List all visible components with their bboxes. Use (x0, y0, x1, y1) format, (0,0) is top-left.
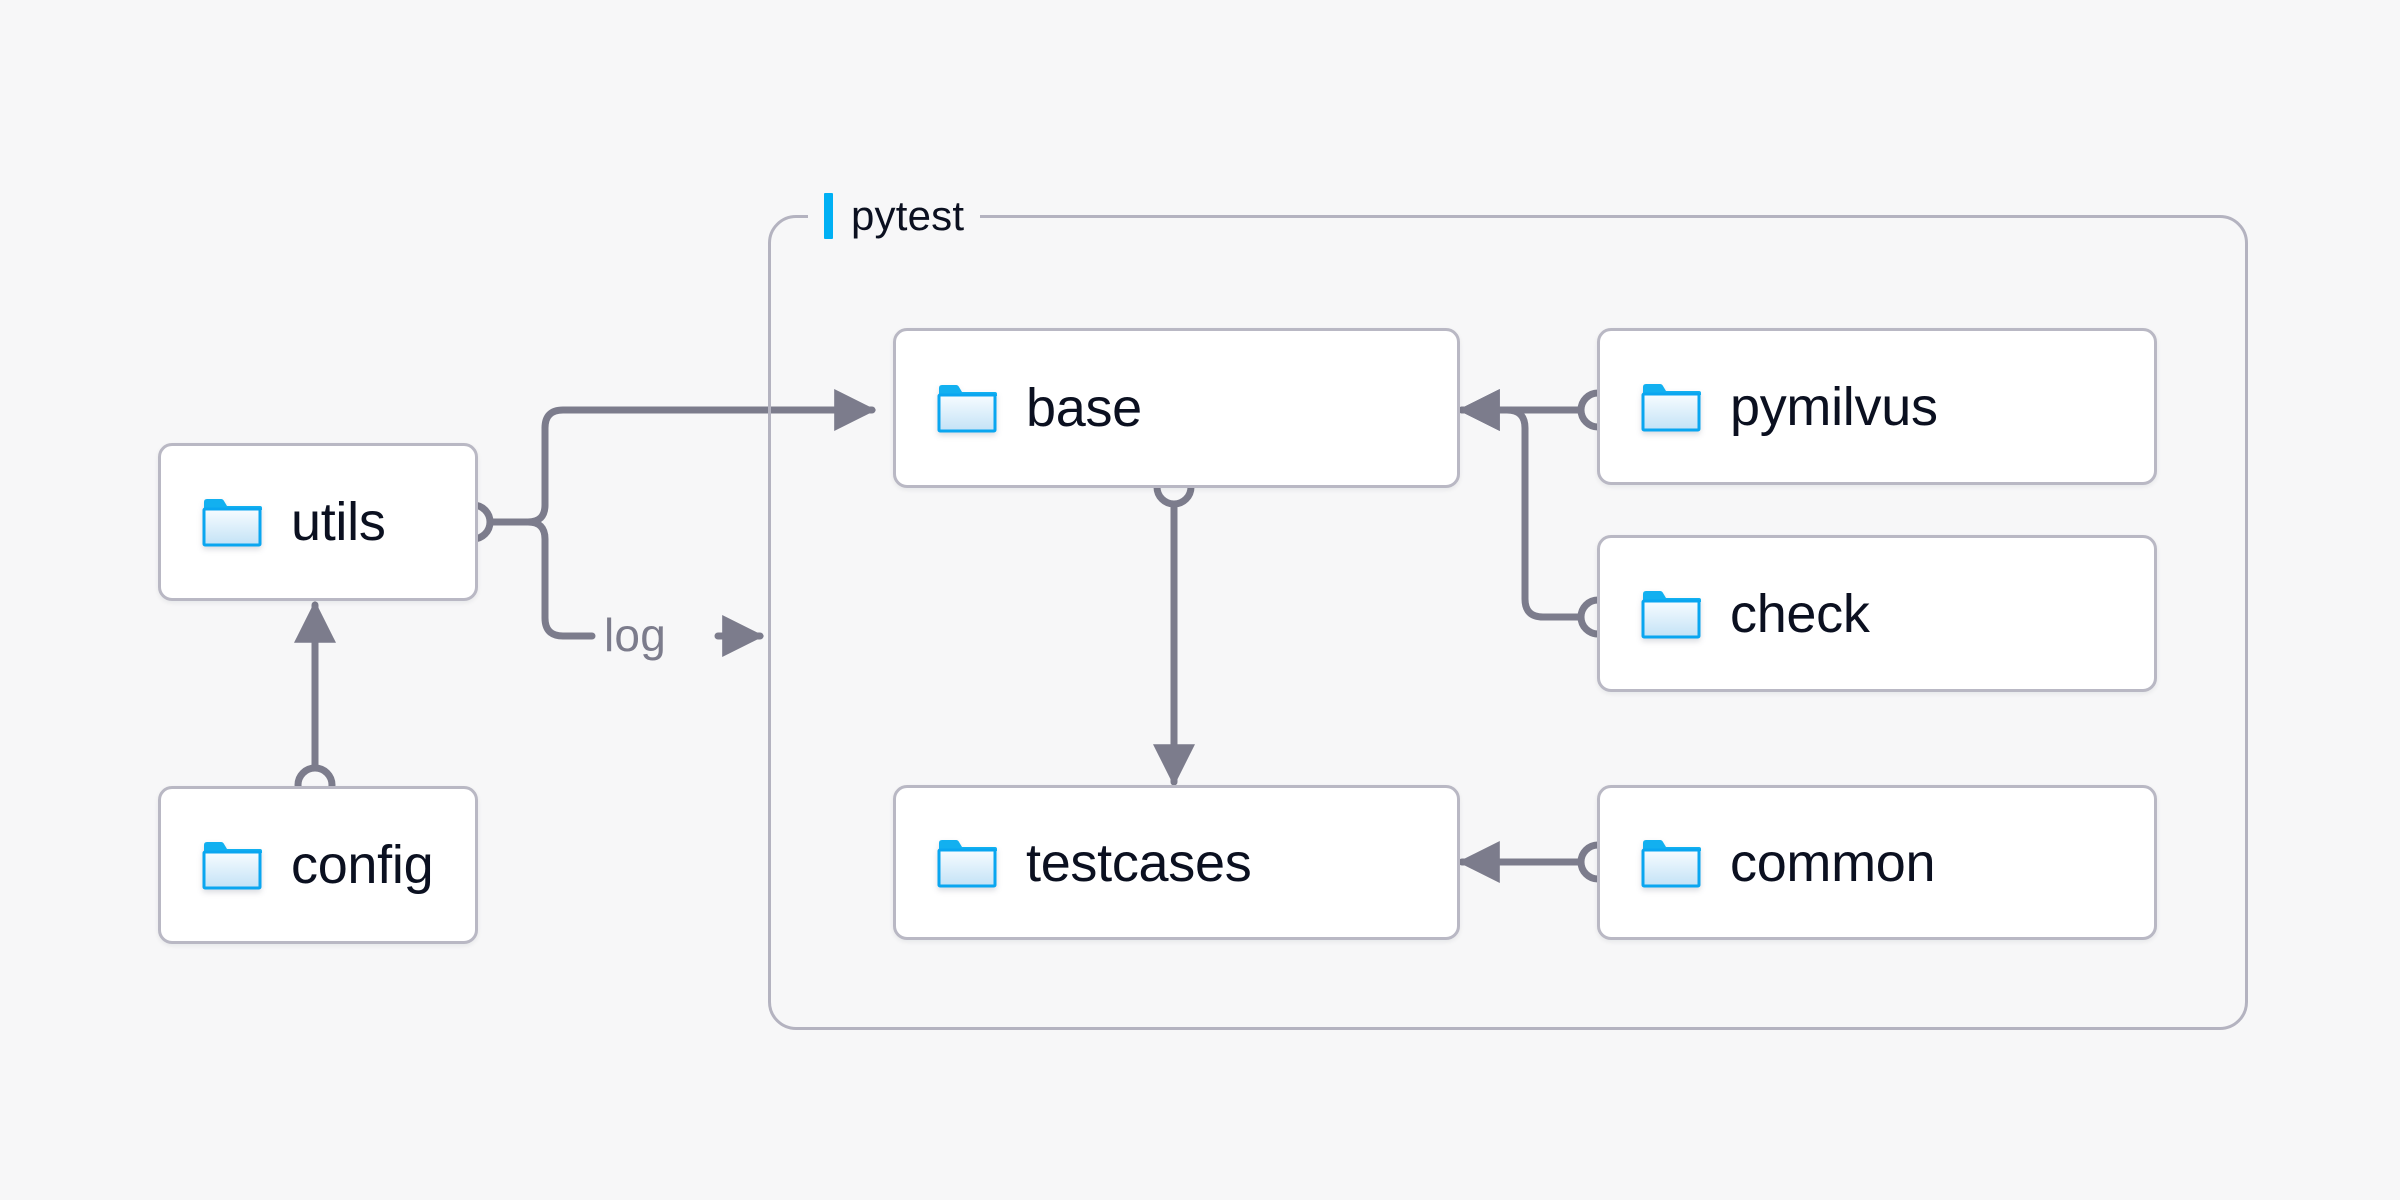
node-utils[interactable]: utils (158, 443, 478, 601)
node-label: config (291, 835, 434, 895)
node-testcases[interactable]: testcases (893, 785, 1460, 940)
node-common[interactable]: common (1597, 785, 2157, 940)
group-pytest-label: pytest (808, 188, 981, 244)
node-label: utils (291, 492, 386, 552)
node-base[interactable]: base (893, 328, 1460, 488)
folder-icon (936, 837, 998, 889)
node-label: common (1730, 832, 1936, 893)
group-title: pytest (851, 192, 965, 239)
group-pytest[interactable] (768, 215, 2248, 1030)
node-config[interactable]: config (158, 786, 478, 944)
node-pymilvus[interactable]: pymilvus (1597, 328, 2157, 485)
node-label: testcases (1026, 832, 1252, 893)
node-label: check (1730, 583, 1870, 644)
node-label: pymilvus (1730, 376, 1938, 437)
node-label: base (1026, 378, 1142, 438)
folder-icon (201, 496, 263, 548)
folder-icon (1640, 381, 1702, 433)
edge-label-log: log (604, 609, 666, 661)
edge-utils-to-log (524, 518, 596, 640)
folder-icon (936, 382, 998, 434)
folder-icon (1640, 588, 1702, 640)
node-check[interactable]: check (1597, 535, 2157, 692)
folder-icon (1640, 837, 1702, 889)
accent-bar-icon (824, 193, 833, 239)
folder-icon (201, 839, 263, 891)
